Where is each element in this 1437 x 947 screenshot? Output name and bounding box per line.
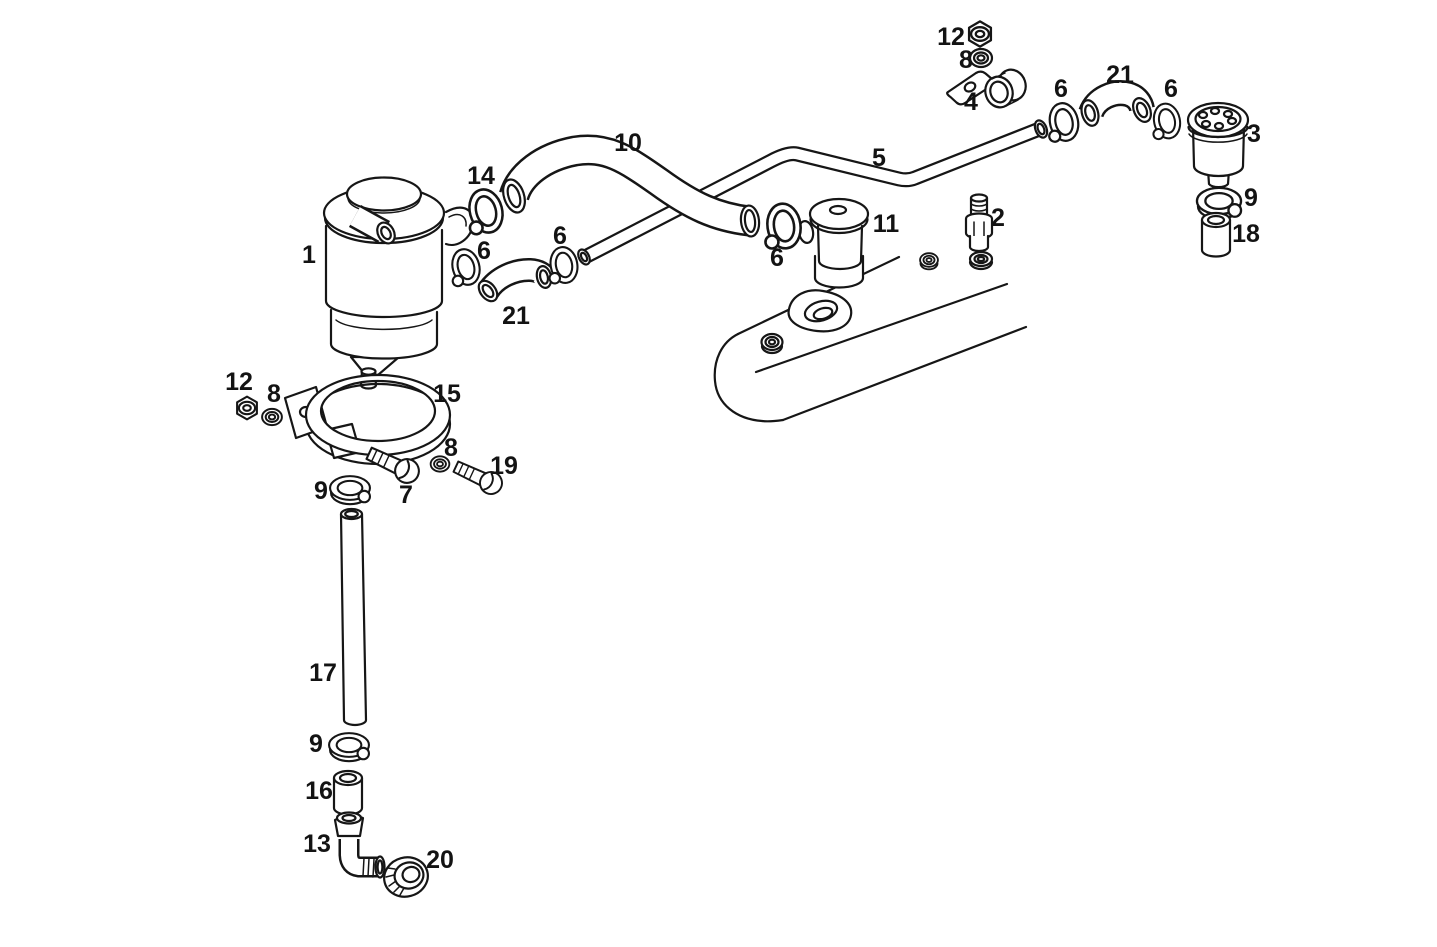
part-label-8: 8	[267, 380, 281, 408]
part-label-4: 4	[964, 88, 978, 116]
part-label-7: 7	[399, 481, 413, 509]
part-9-grommet	[329, 475, 371, 506]
part-label-5: 5	[872, 144, 886, 172]
part-11-breather-valve	[797, 197, 870, 289]
part-label-20: 20	[426, 846, 454, 874]
part-8-washer	[968, 47, 994, 69]
part-label-15: 15	[433, 380, 461, 408]
part-12-hex-nut	[236, 395, 258, 421]
cover-bolt	[919, 252, 939, 271]
part-14-hose-clamp	[459, 184, 509, 239]
part-21-elbow-hose	[1078, 80, 1155, 127]
part-10-vent-hose	[499, 134, 761, 238]
part-1-oil-separator-canister	[322, 176, 475, 390]
part-9-grommet	[328, 732, 370, 763]
part-8-washer	[261, 407, 283, 427]
part-label-1: 1	[302, 241, 316, 269]
part-20-knurled-nut	[383, 856, 429, 898]
part-6-hose-clamp	[1041, 99, 1083, 146]
part-13-elbow-fitting	[333, 811, 386, 879]
part-5-vent-pipe	[577, 119, 1049, 266]
part-label-12: 12	[937, 23, 965, 51]
part-label-12: 12	[225, 368, 253, 396]
part-16-spacer-sleeve	[332, 769, 364, 816]
part-6-hose-clamp	[543, 243, 582, 287]
part-21-elbow-hose	[477, 258, 557, 303]
part-label-18: 18	[1232, 220, 1260, 248]
part-label-6: 6	[1054, 75, 1068, 103]
part-label-9: 9	[314, 477, 328, 505]
part-label-21: 21	[1106, 61, 1134, 89]
part-12-hex-nut	[967, 20, 993, 48]
part-label-3: 3	[1247, 120, 1261, 148]
part-18-spacer-sleeve	[1200, 211, 1232, 258]
part-label-6: 6	[553, 222, 567, 250]
part-label-8: 8	[959, 46, 973, 74]
part-17-drain-tube	[339, 507, 368, 727]
part-2-threaded-fitting	[964, 193, 994, 253]
part-label-21: 21	[502, 302, 530, 330]
part-labels: 1 2 3 4 5 6 6 6 6 6 7 8 8 8 9 9 9 10 11 …	[225, 23, 1261, 874]
part-label-19: 19	[490, 452, 518, 480]
part-label-9: 9	[1244, 184, 1258, 212]
part-label-9: 9	[309, 730, 323, 758]
part-label-16: 16	[305, 777, 333, 805]
part-3-breather-filter-cap	[1186, 101, 1250, 189]
part-15-clamp-ring	[283, 373, 452, 466]
part-label-8: 8	[444, 434, 458, 462]
part-6-hose-clamp	[1146, 100, 1185, 143]
part-label-6: 6	[770, 244, 784, 272]
part-label-6: 6	[1164, 75, 1178, 103]
part-2-washer	[968, 250, 994, 271]
valve-cover	[713, 252, 1028, 423]
part-label-6: 6	[477, 237, 491, 265]
part-label-13: 13	[303, 830, 331, 858]
part-label-14: 14	[467, 162, 495, 190]
cover-bolt	[760, 332, 784, 355]
part-label-11: 11	[873, 210, 900, 238]
part-label-10: 10	[614, 129, 642, 157]
part-label-2: 2	[991, 204, 1005, 232]
part-4-pipe-clamp-bracket	[946, 68, 1027, 109]
part-label-17: 17	[309, 659, 337, 687]
